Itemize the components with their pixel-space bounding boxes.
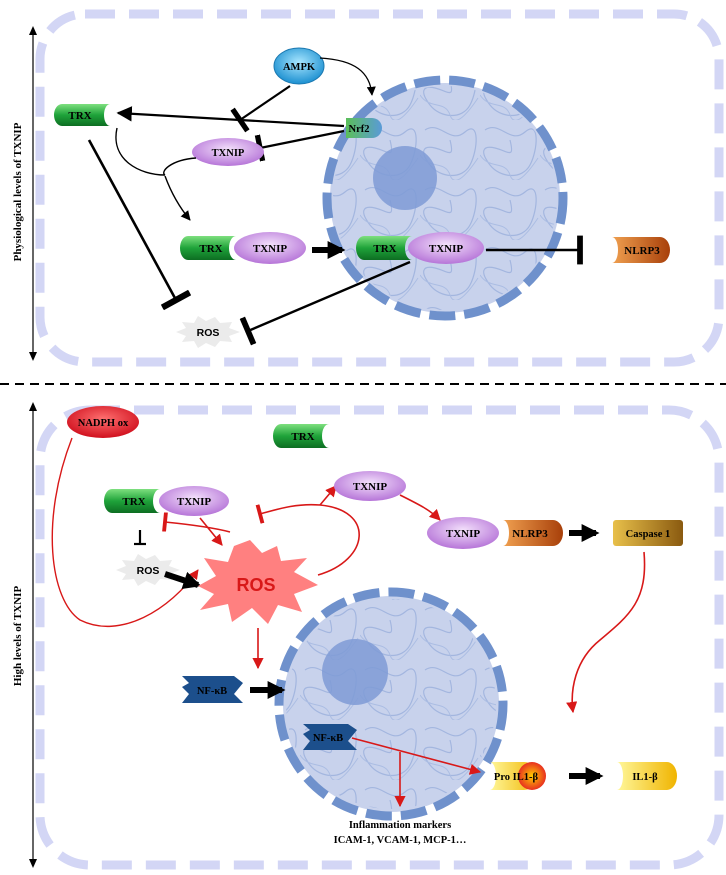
txnip-bottom-node: [159, 486, 229, 516]
ros-dissociation-arrow: [319, 485, 337, 506]
nrf2-inhibit-txnip: [254, 129, 345, 162]
txnip-free-label: TXNIP: [353, 481, 388, 493]
nlrp3-top-node: [612, 237, 670, 263]
ros-small-node: [116, 554, 180, 586]
top-panel: [35, 9, 724, 367]
txnip-nlrp3-txnip-node: [427, 517, 499, 549]
side-axis-bottom: [29, 402, 37, 868]
trx-top-node: [54, 104, 110, 126]
trx-free-label: TRX: [291, 431, 314, 443]
txnip-bottom-label: TXNIP: [177, 496, 212, 508]
nrf2-node: [346, 118, 382, 138]
inflammation-list: ICAM-1, VCAM-1, MCP-1…: [334, 835, 467, 846]
ros-top-label: ROS: [197, 327, 220, 339]
nfkb-out-label: NF-κB: [197, 686, 227, 697]
bottom-panel: [35, 405, 724, 870]
nuc-txnip-label: TXNIP: [429, 243, 464, 255]
nucleolus-bottom: [322, 639, 388, 705]
complex-txnip-node: [234, 232, 306, 264]
txnip-bind-curve: [163, 157, 197, 176]
ampk-label: AMPK: [283, 62, 316, 73]
ros-inhibit-complex: [162, 512, 231, 533]
nadph-to-ros-arrow: [51, 437, 199, 628]
trx-bottom-label: TRX: [122, 496, 145, 508]
nfkb-to-proil-arrow: [351, 737, 482, 775]
nuc-txnip-node: [408, 232, 484, 264]
nucleolus-top: [373, 146, 437, 210]
nuc-trx-label: TRX: [373, 243, 396, 255]
side-label-top: Physiological levels of TXNIP: [12, 122, 24, 261]
ros-top-node: [176, 316, 240, 348]
ros-big-node: [198, 540, 318, 624]
ampk-node: [273, 47, 325, 85]
complex-to-ros-arrow: [199, 517, 223, 546]
il1b-label: IL1-β: [632, 772, 658, 783]
nadph-node: [67, 406, 139, 438]
complex-txnip-label: TXNIP: [253, 243, 288, 255]
nrf2-to-trx-arrow: [116, 106, 345, 128]
txnip-to-nlrp3-arrow: [399, 494, 441, 521]
pro-il1b-label: Pro IL1-β: [494, 772, 539, 783]
nrf2-label: Nrf2: [349, 124, 370, 135]
pro-il1b-prodomain: [518, 762, 546, 790]
nlrp3-top-label: NLRP3: [624, 245, 660, 257]
nfkb-in-label: NF-κB: [313, 733, 343, 744]
ros-big-label: ROS: [236, 575, 275, 595]
ampk-inhibit-line: [230, 85, 291, 133]
trx-bottom-node: [104, 489, 160, 513]
nucleus-bottom: [274, 587, 508, 821]
complex-trx-label: TRX: [199, 243, 222, 255]
trx-free-node: [273, 424, 329, 448]
side-label-bottom: High levels of TXNIP: [12, 586, 24, 687]
nadph-label: NADPH ox: [78, 418, 129, 429]
complex-trx-node: [180, 236, 236, 260]
nfkb-out-node: [182, 676, 243, 703]
small-ros-to-big-ros: [164, 571, 202, 589]
txnip-nlrp3-nlrp3-label: NLRP3: [512, 528, 548, 540]
txnip-top-label: TXNIP: [212, 148, 245, 159]
caspase-label: Caspase 1: [626, 529, 671, 540]
caspase-node: [613, 520, 683, 546]
txnip-free-node: [334, 471, 406, 501]
ros-small-label: ROS: [137, 565, 160, 577]
nucleus-top: [322, 75, 568, 321]
trx-inhibit-ros-line: [87, 139, 192, 311]
trx-bind-curve: [115, 127, 166, 176]
nfkb-in-node: [303, 724, 357, 750]
il1b-node: [617, 762, 677, 790]
ros-loop-arrow: [255, 503, 360, 576]
txnip-nlrp3-nlrp3-node: [503, 520, 563, 546]
bind-to-complex-arrow: [164, 175, 191, 221]
caspase-to-proil-arrow: [566, 551, 646, 714]
trx-top-label: TRX: [68, 110, 91, 122]
nuc-trx-node: [356, 236, 412, 260]
side-axis-top: [29, 26, 37, 361]
nucleus-inhibit-ros-line: [239, 260, 411, 346]
ampk-to-nucleus-arrow: [319, 57, 376, 96]
txnip-top-node: [192, 138, 264, 166]
txnip-nlrp3-txnip-label: TXNIP: [446, 528, 481, 540]
inflammation-title: Inflammation markers: [349, 820, 451, 831]
